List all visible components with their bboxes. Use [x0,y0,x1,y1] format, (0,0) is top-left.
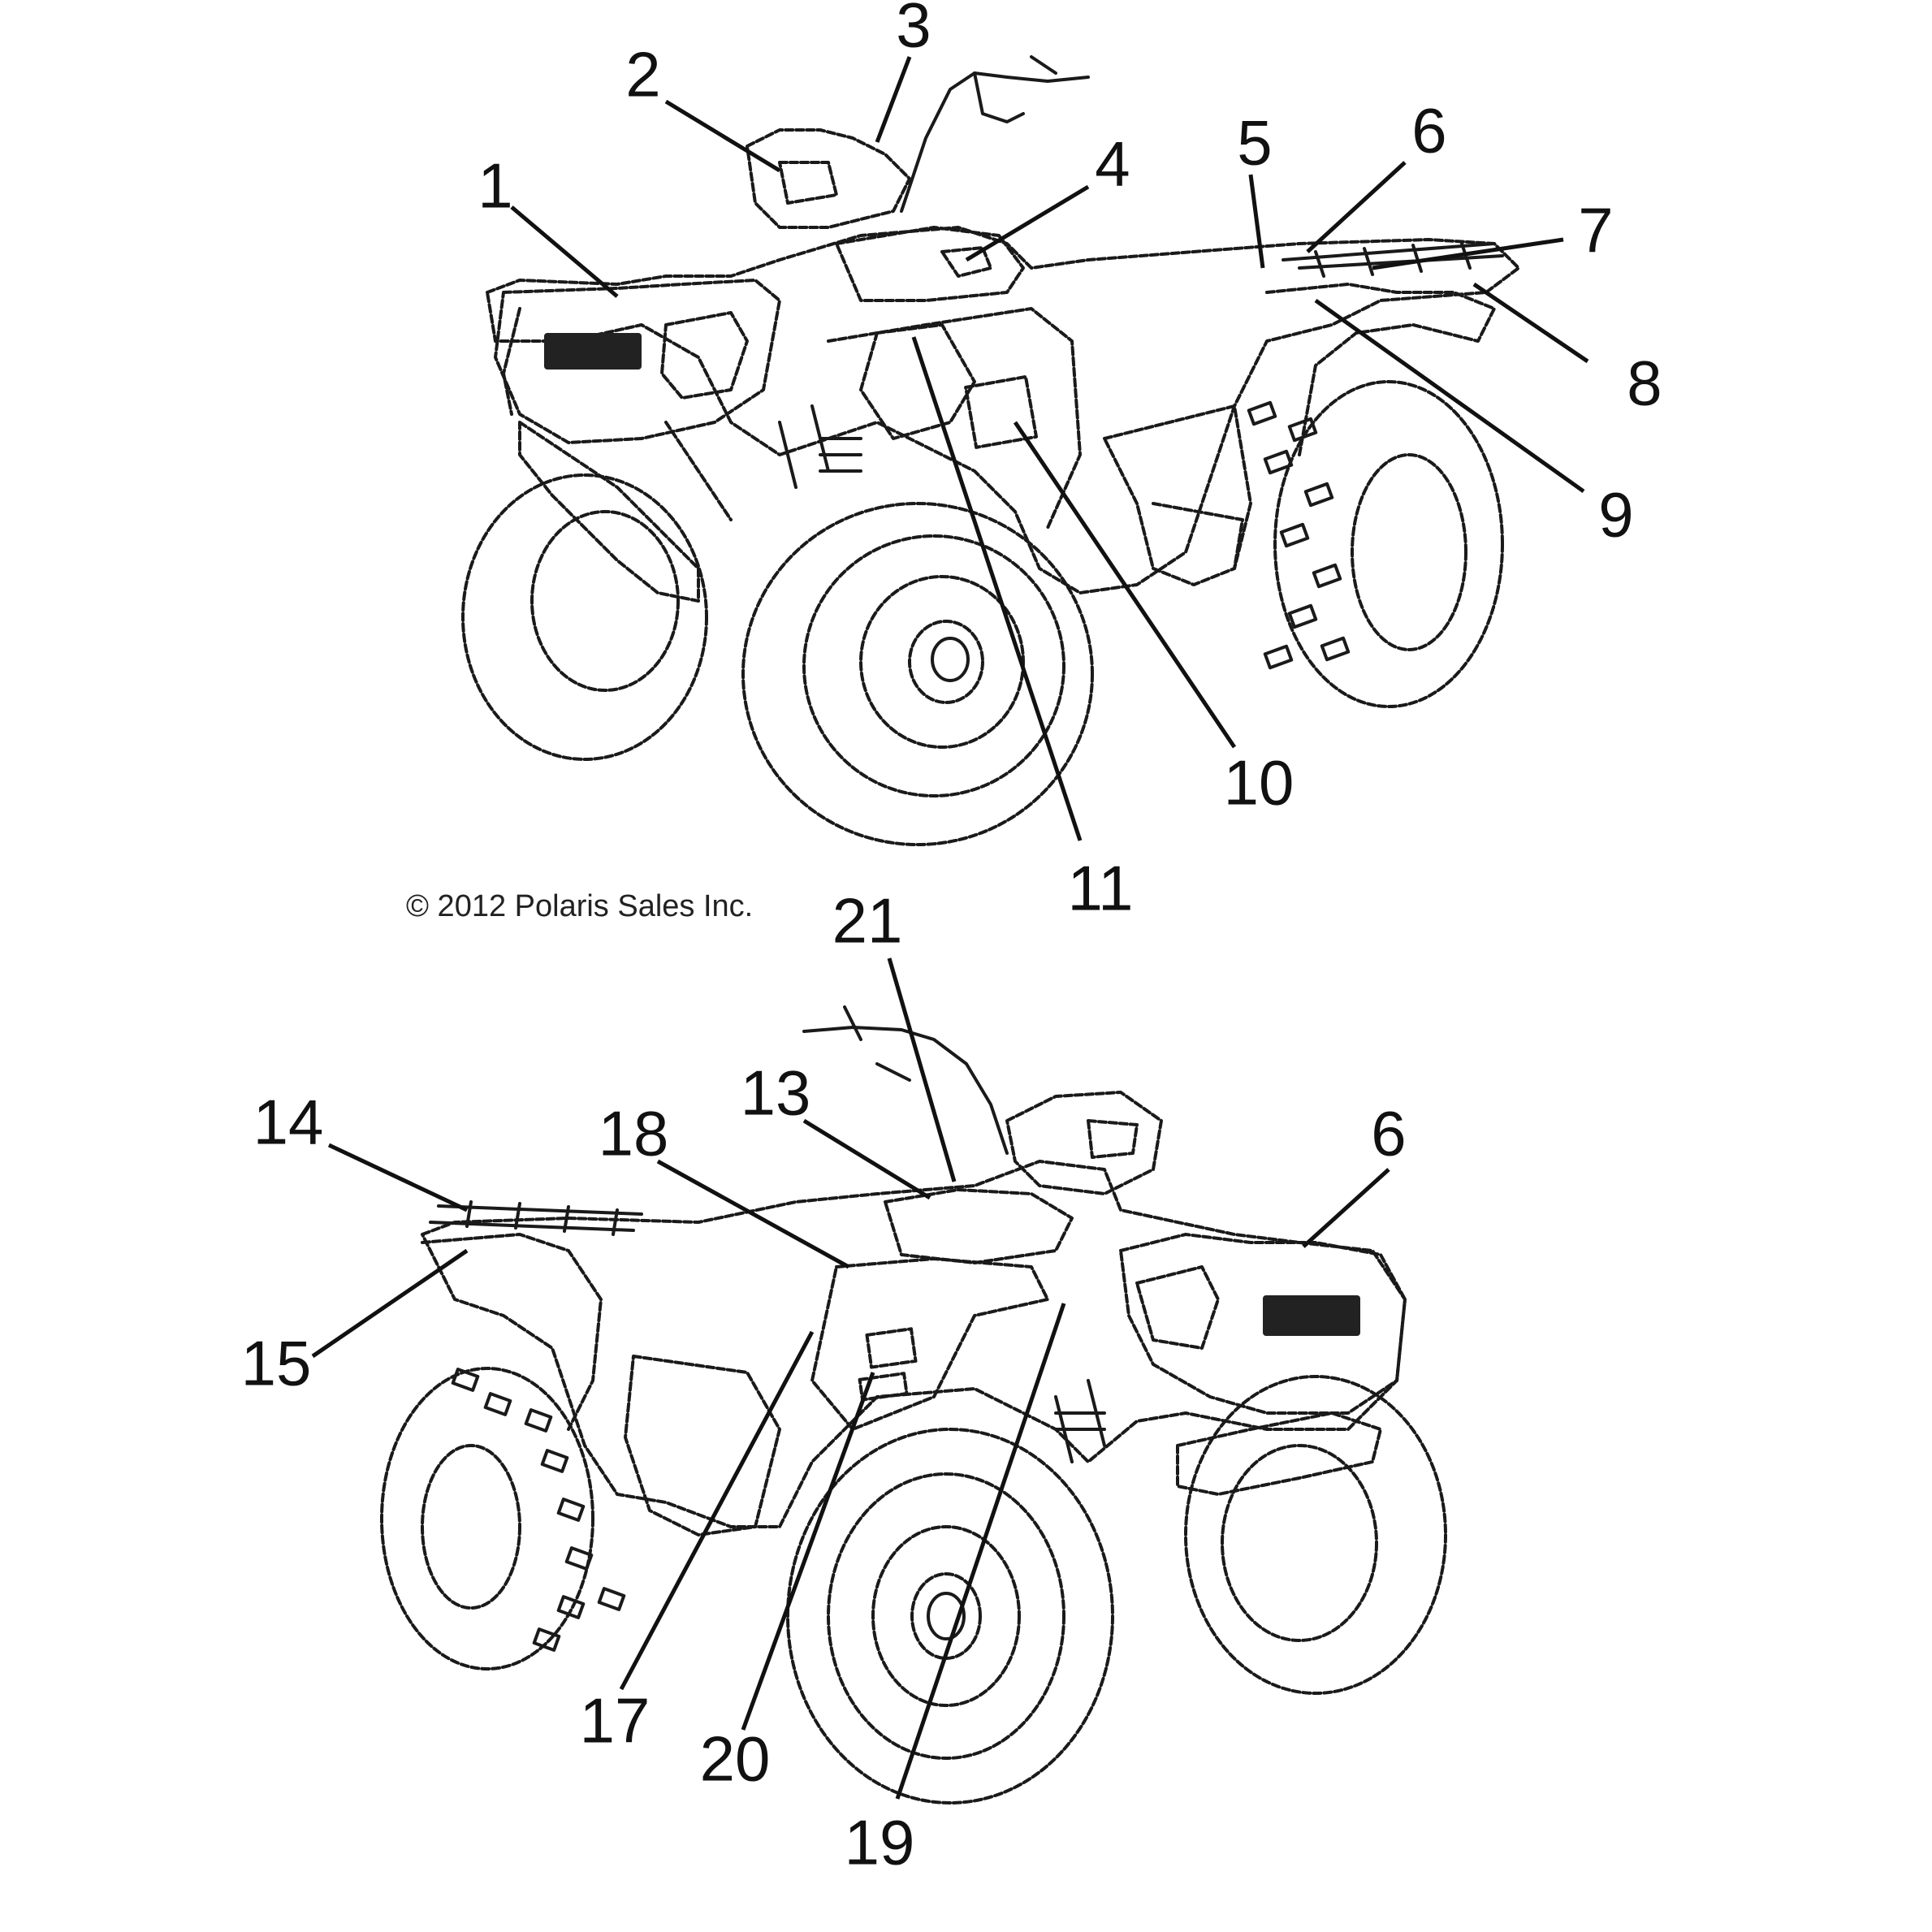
front-suspension-top [778,404,862,489]
footwell-bottom [624,1355,781,1537]
callout-17: 17 [580,1685,650,1757]
front-far-wheel-top [461,473,708,761]
front-headlight-block-bottom [1119,1233,1407,1415]
copyright-text: © 2012 Polaris Sales Inc. [406,889,753,923]
callout-18: 18 [599,1098,669,1169]
front-bumper-top [518,421,700,603]
top-leader-lines [510,56,1589,841]
side-decal-rect-a-bottom [865,1327,918,1369]
front-suspension-bottom [1054,1379,1106,1463]
front-far-wheel-bottom [1184,1375,1447,1695]
callout-10: 10 [1224,747,1294,819]
callout-5: 5 [1237,107,1272,179]
handlebar-bottom [802,1026,1009,1155]
callout-11: 11 [1068,853,1134,924]
callout-19: 19 [845,1807,915,1878]
front-decal-block-top [544,333,642,370]
rear-tire-treads-bottom [451,1368,626,1652]
rear-rack-bottom [429,1200,643,1236]
footwell-top [1103,404,1252,586]
side-decal-square-top [964,374,1039,449]
front-headlight-block-top [494,279,781,444]
rear-fender-top [1265,283,1496,456]
callout-20: 20 [700,1723,771,1795]
atv-top-drawing [461,55,1520,846]
rear-rack-top [1282,242,1504,278]
handlebar-top [900,71,1090,213]
callout-6: 6 [1411,95,1446,166]
callout-14: 14 [253,1087,324,1158]
callout-15: 15 [241,1328,312,1399]
front-bumper-bottom [1176,1411,1382,1496]
rear-fender-bottom [421,1233,603,1431]
callout-2: 2 [625,39,660,110]
bottom-callouts: 14 18 13 21 6 15 17 20 19 [241,885,1407,1878]
bottom-leader-lines [311,957,1390,1800]
callout-9: 9 [1598,479,1633,551]
instrument-pod-top [746,128,911,229]
callout-3: 3 [896,0,931,61]
front-decal-block-bottom [1263,1295,1360,1336]
body-outline-top [486,226,1520,594]
callout-21: 21 [832,885,903,957]
callout-7: 7 [1578,195,1613,266]
rear-wheel-top [1273,380,1504,708]
body-outline-bottom [421,1160,1407,1528]
callout-13: 13 [741,1057,811,1129]
top-callouts: 1 2 3 4 5 6 7 8 9 10 11 [478,0,1662,924]
callout-8: 8 [1627,348,1662,419]
tank-top [835,226,1025,302]
side-decal-rect-b-bottom [858,1372,909,1402]
tank-bottom [884,1188,1074,1264]
callout-1: 1 [478,150,512,222]
front-near-wheel-top [741,502,1094,846]
callout-4: 4 [1095,128,1130,200]
side-panel-bottom [810,1257,1049,1431]
instrument-pod-bottom [1005,1091,1163,1195]
callout-6-bottom: 6 [1371,1098,1406,1169]
rear-tire-treads-top [1247,400,1351,670]
rear-wheel-bottom [380,1367,594,1671]
front-near-wheel-bottom [786,1428,1114,1804]
atv-bottom-drawing [380,1005,1447,1804]
